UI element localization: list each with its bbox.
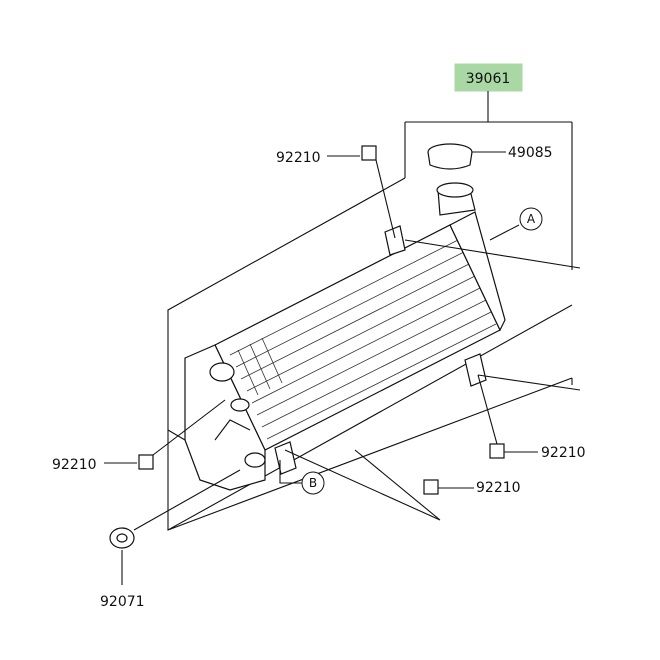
radiator-fins — [229, 239, 497, 440]
nut-upper-left-label[interactable]: 92210 — [276, 150, 321, 166]
callout-a-circle — [519, 207, 543, 231]
nut-mid-left-label[interactable]: 92210 — [52, 457, 97, 473]
left-tank-leader — [167, 419, 251, 441]
nut-upper-left-icon — [361, 145, 377, 161]
nut-bottom-center-icon — [423, 479, 439, 495]
assembly-part-number[interactable]: 39061 — [466, 71, 511, 87]
assembly-outline — [167, 177, 573, 531]
nut-right-label[interactable]: 92210 — [541, 445, 586, 461]
grommet-label[interactable]: 92071 — [100, 594, 145, 610]
upper-bracket-icon — [384, 225, 406, 256]
nut-mid-left-icon — [138, 454, 154, 470]
nut-right-icon — [489, 443, 505, 459]
assembly-leader — [404, 91, 573, 270]
radiator-cap-icon — [427, 143, 473, 170]
callout-a-label: A — [527, 212, 536, 226]
radiator-core — [214, 211, 506, 451]
assembly-label-box — [454, 63, 523, 92]
lower-right-bracket-icon — [464, 353, 487, 387]
filler-neck — [436, 182, 476, 216]
radiator-cap-label[interactable]: 49085 — [508, 145, 553, 161]
left-side-tank — [184, 344, 266, 491]
callout-b-label: B — [309, 476, 317, 490]
nut-bottom-center-label[interactable]: 92210 — [476, 480, 521, 496]
grommet-icon — [109, 527, 135, 549]
